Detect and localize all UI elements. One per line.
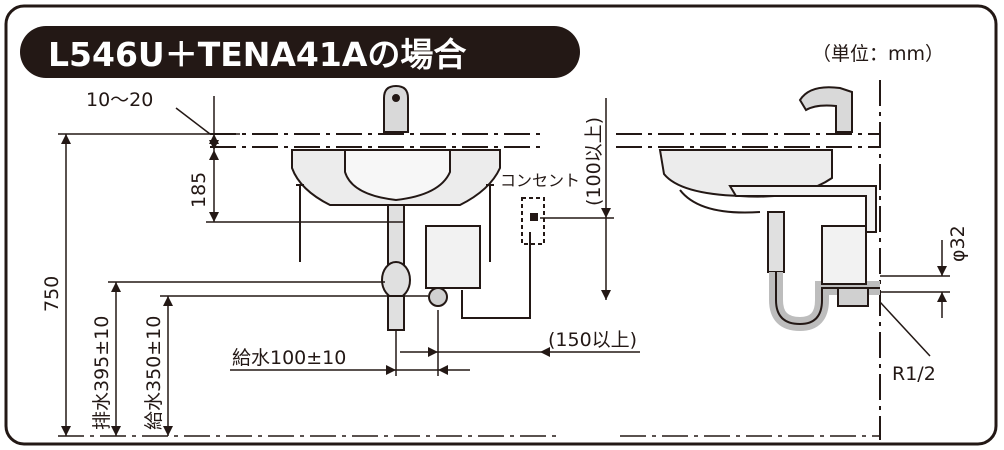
diagram-frame (4, 4, 998, 446)
outlet-box (521, 197, 545, 245)
left-bracket (296, 184, 304, 262)
outlet-horizontal-label: (150以上) (548, 329, 637, 351)
side-view (616, 80, 881, 440)
drain-pipe (387, 204, 405, 266)
arrowheads (61, 134, 947, 436)
supply-height-label: 給水350±10 (143, 316, 165, 430)
total-height-label: 750 (41, 276, 63, 312)
side-heater (821, 225, 867, 285)
supply-fitting (428, 287, 448, 307)
top-gap-label: 10〜20 (86, 89, 153, 111)
drain-height-label: 排水395±10 (91, 316, 113, 430)
basin-bowl (344, 149, 451, 202)
title-pill (20, 26, 580, 78)
side-valve (837, 287, 869, 307)
unit-label: （単位：mm） (812, 43, 944, 65)
top-gap-leader (175, 107, 211, 135)
title-badge: L546U＋TENA41Aの場合 (20, 26, 580, 78)
outlet-vertical-label: (100以上) (583, 117, 605, 206)
right-bracket (486, 184, 494, 262)
page-title: L546U＋TENA41Aの場合 (48, 35, 466, 74)
side-faucet (798, 86, 853, 133)
supply-thread-label: R1/2 (892, 363, 936, 385)
faucet (383, 84, 409, 133)
front-view (210, 84, 545, 331)
outlet-label: コンセント (500, 171, 580, 190)
heater-unit (425, 225, 481, 289)
supply-offset-label: 給水100±10 (232, 347, 346, 369)
trap (381, 261, 411, 299)
pipe-diameter-label: φ32 (947, 225, 969, 262)
thread-leader (879, 301, 931, 357)
bowl-depth-label: 185 (188, 172, 210, 208)
side-drain (767, 211, 785, 273)
power-cord (461, 232, 531, 319)
